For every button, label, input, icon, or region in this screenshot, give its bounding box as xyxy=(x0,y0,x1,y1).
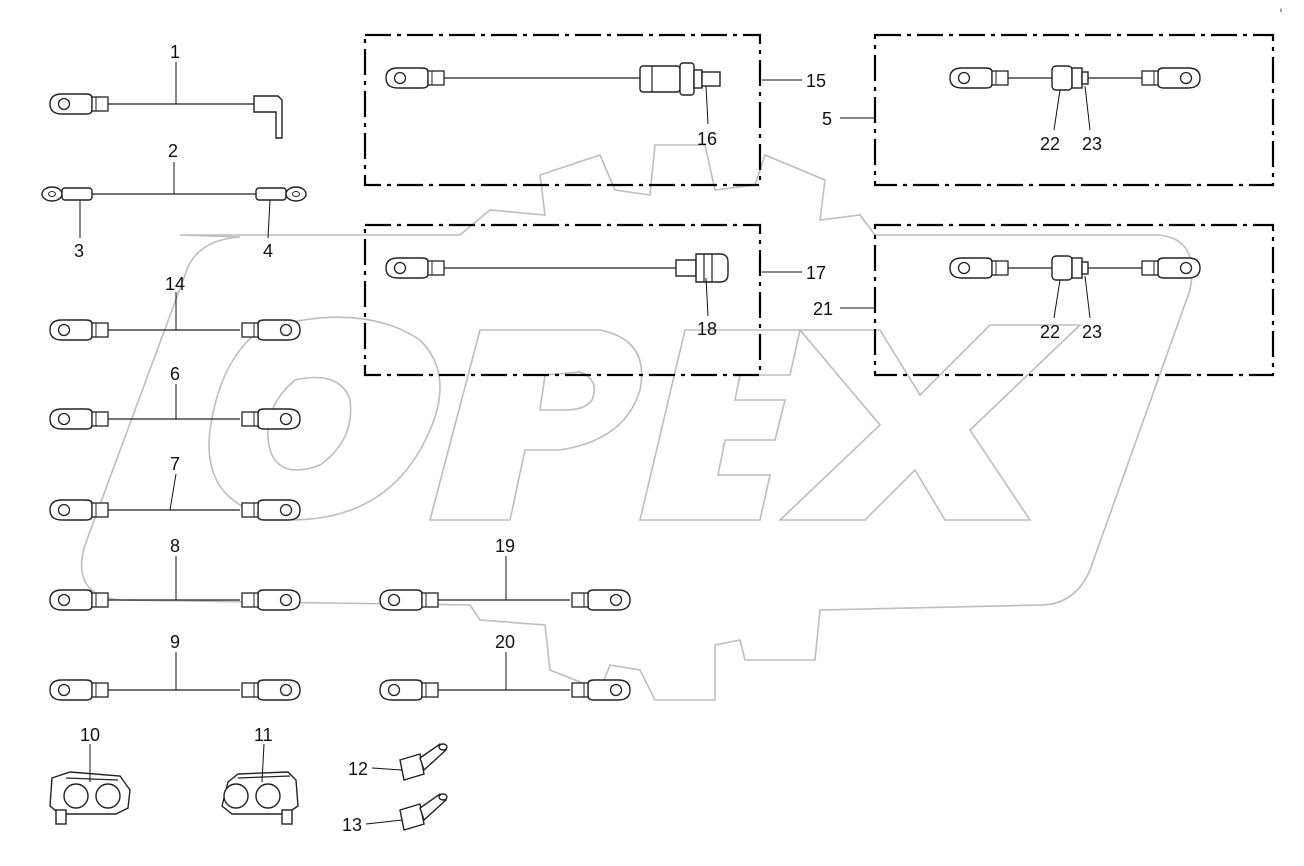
callout-12: 12 xyxy=(348,759,368,779)
callout-23-top: 23 xyxy=(1082,134,1102,154)
cable-1 xyxy=(49,93,283,139)
callout-13: 13 xyxy=(342,815,362,835)
callout-11: 11 xyxy=(254,725,273,745)
cable-2 xyxy=(41,186,307,202)
callout-23-bottom: 23 xyxy=(1082,322,1102,342)
cable-7 xyxy=(49,499,301,521)
cable-17-assembly xyxy=(385,253,729,283)
frame-15 xyxy=(363,33,762,187)
callout-21: 21 xyxy=(813,299,833,319)
callout-7: 7 xyxy=(170,454,180,474)
cable-14 xyxy=(49,319,301,341)
callout-3: 3 xyxy=(74,241,84,261)
callout-20: 20 xyxy=(495,632,515,652)
boot-13 xyxy=(399,793,448,831)
cable-15-assembly xyxy=(385,62,721,96)
callout-8: 8 xyxy=(170,536,180,556)
cable-19 xyxy=(379,589,631,611)
callout-6: 6 xyxy=(170,364,180,384)
callout-10: 10 xyxy=(80,725,100,745)
callout-19: 19 xyxy=(495,536,515,556)
callout-15: 15 xyxy=(806,71,826,91)
cable-5-assembly xyxy=(949,65,1201,91)
callout-9: 9 xyxy=(170,632,180,652)
clamp-11 xyxy=(221,771,299,825)
callout-14: 14 xyxy=(165,274,185,294)
callout-22-top: 22 xyxy=(1040,134,1060,154)
callout-16: 16 xyxy=(697,129,717,149)
clamp-10 xyxy=(49,771,131,825)
callout-22-bottom: 22 xyxy=(1040,322,1060,342)
callout-4: 4 xyxy=(263,241,273,261)
callout-5: 5 xyxy=(822,109,832,129)
boot-12 xyxy=(399,743,448,781)
callout-17: 17 xyxy=(806,263,826,283)
callout-2: 2 xyxy=(168,141,178,161)
frame-17 xyxy=(363,223,762,377)
callout-18: 18 xyxy=(697,319,717,339)
callout-1: 1 xyxy=(170,42,180,62)
corner-note: Ⅱ xyxy=(1280,8,1282,14)
cable-8 xyxy=(49,589,301,611)
cable-9 xyxy=(49,679,301,701)
cable-6 xyxy=(49,408,301,430)
cable-21-assembly xyxy=(949,255,1201,281)
opex-watermark xyxy=(80,144,1193,701)
cable-20 xyxy=(379,679,631,701)
frame-5 xyxy=(873,33,1275,187)
frame-21 xyxy=(873,223,1275,377)
